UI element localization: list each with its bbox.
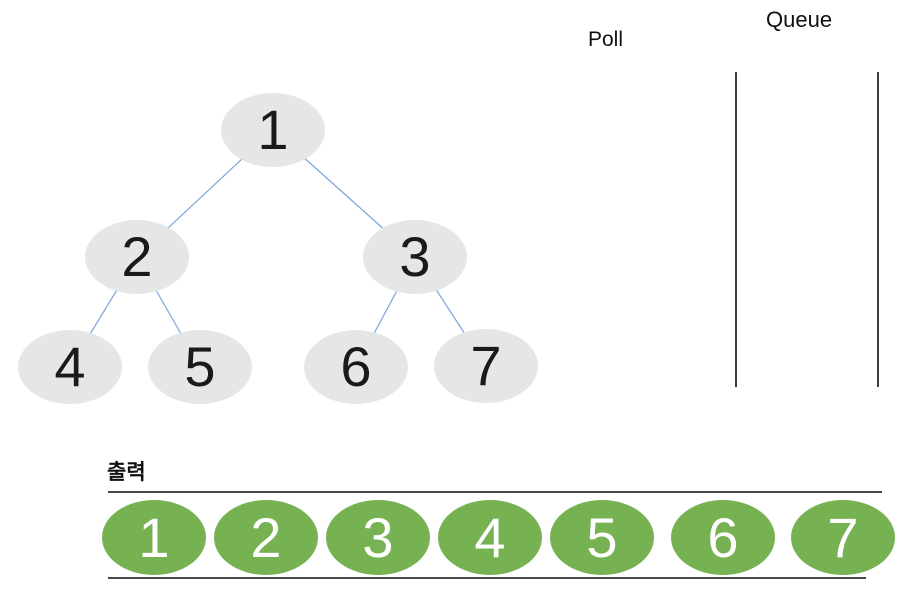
output-node-2-label: 2 [250,505,282,569]
output-node-6-label: 6 [707,505,739,569]
output-rule-top [108,491,882,493]
output-node-7-label: 7 [827,505,859,569]
output-node-4: 4 [438,500,542,575]
output-node-2: 2 [214,500,318,575]
tree-node-1-label: 1 [257,98,289,161]
tree-node-3-label: 3 [399,225,431,288]
poll-label: Poll [588,28,624,51]
tree-node-6-label: 6 [340,335,372,398]
tree-node-2: 2 [85,220,189,294]
tree-node-4-label: 4 [54,335,86,398]
output-node-3: 3 [326,500,430,575]
queue-container-right-wall [877,72,879,387]
output-node-6: 6 [671,500,775,575]
output-node-5-label: 5 [586,505,618,569]
tree-node-7-label: 7 [470,334,502,397]
tree-node-6: 6 [304,330,408,404]
tree-node-4: 4 [18,330,122,404]
tree-node-5-label: 5 [184,335,216,398]
output-label: 출력 [107,461,146,484]
output-node-3-label: 3 [362,505,394,569]
tree-node-7: 7 [434,329,538,403]
tree-node-3: 3 [363,220,467,294]
tree-node-1: 1 [221,93,325,167]
tree-node-2-label: 2 [121,225,153,288]
queue-label: Queue [766,7,833,32]
queue-container-left-wall [735,72,737,387]
tree-node-5: 5 [148,330,252,404]
output-node-5: 5 [550,500,654,575]
output-node-1-label: 1 [138,505,170,569]
output-rule-bottom [108,577,866,579]
output-node-4-label: 4 [474,505,506,569]
output-node-1: 1 [102,500,206,575]
output-node-7: 7 [791,500,895,575]
